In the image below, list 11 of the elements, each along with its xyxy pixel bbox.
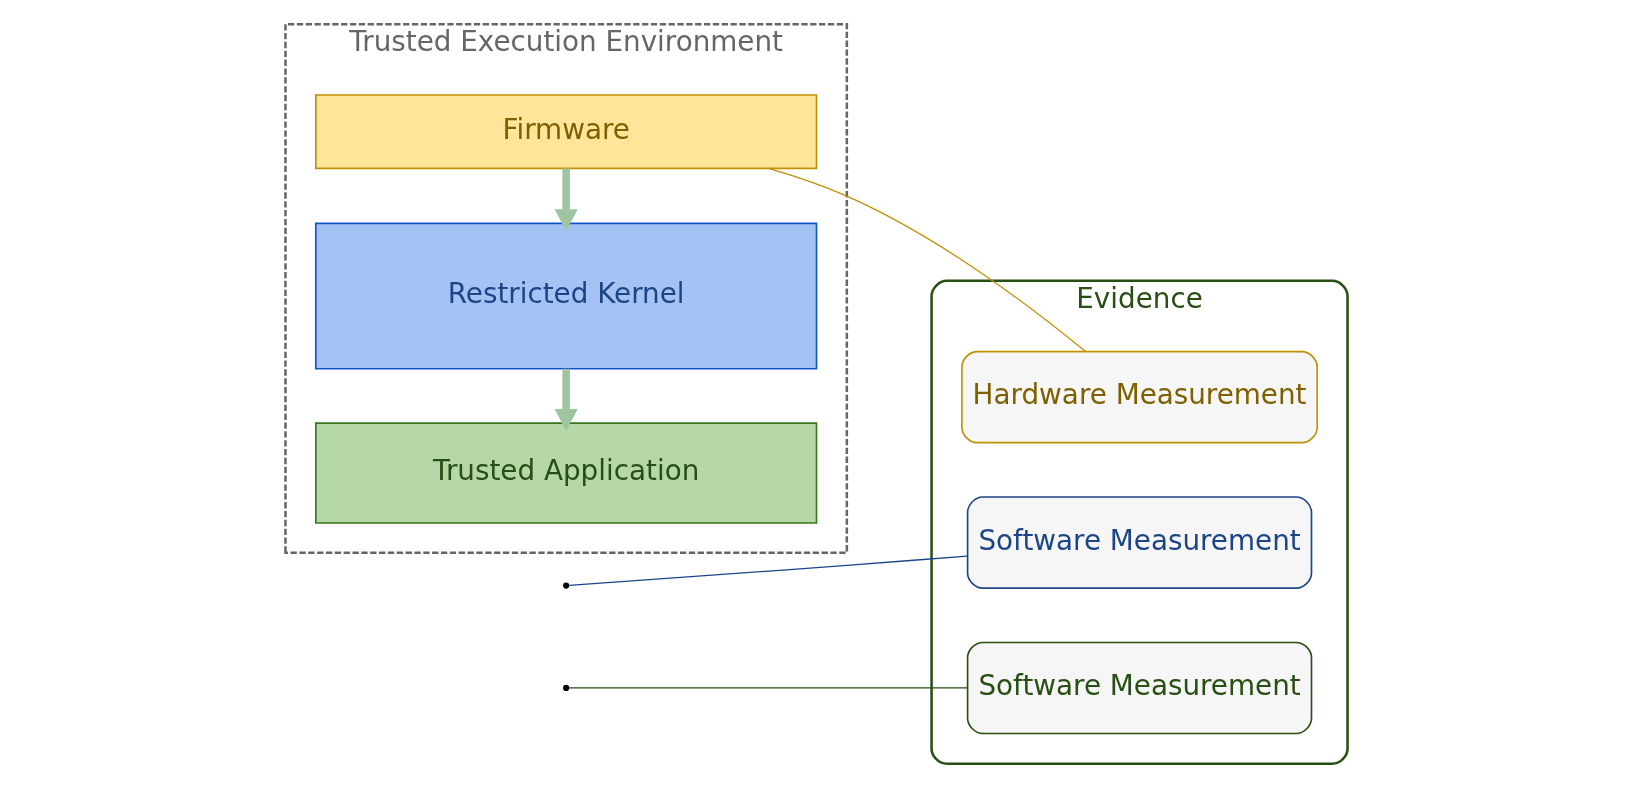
arrow — [554, 167, 578, 231]
connector — [767, 167, 1086, 352]
connector — [567, 686, 968, 689]
node-box: Firmware — [314, 93, 817, 169]
connector — [568, 554, 968, 586]
node-box: Trusted Application — [314, 421, 817, 524]
node-box: Software Measurement — [966, 641, 1312, 734]
node-box: Restricted Kernel — [314, 222, 817, 370]
node-box: Hardware Measurement — [960, 350, 1318, 443]
node-box: Software Measurement — [966, 495, 1312, 589]
arrow — [554, 368, 578, 431]
